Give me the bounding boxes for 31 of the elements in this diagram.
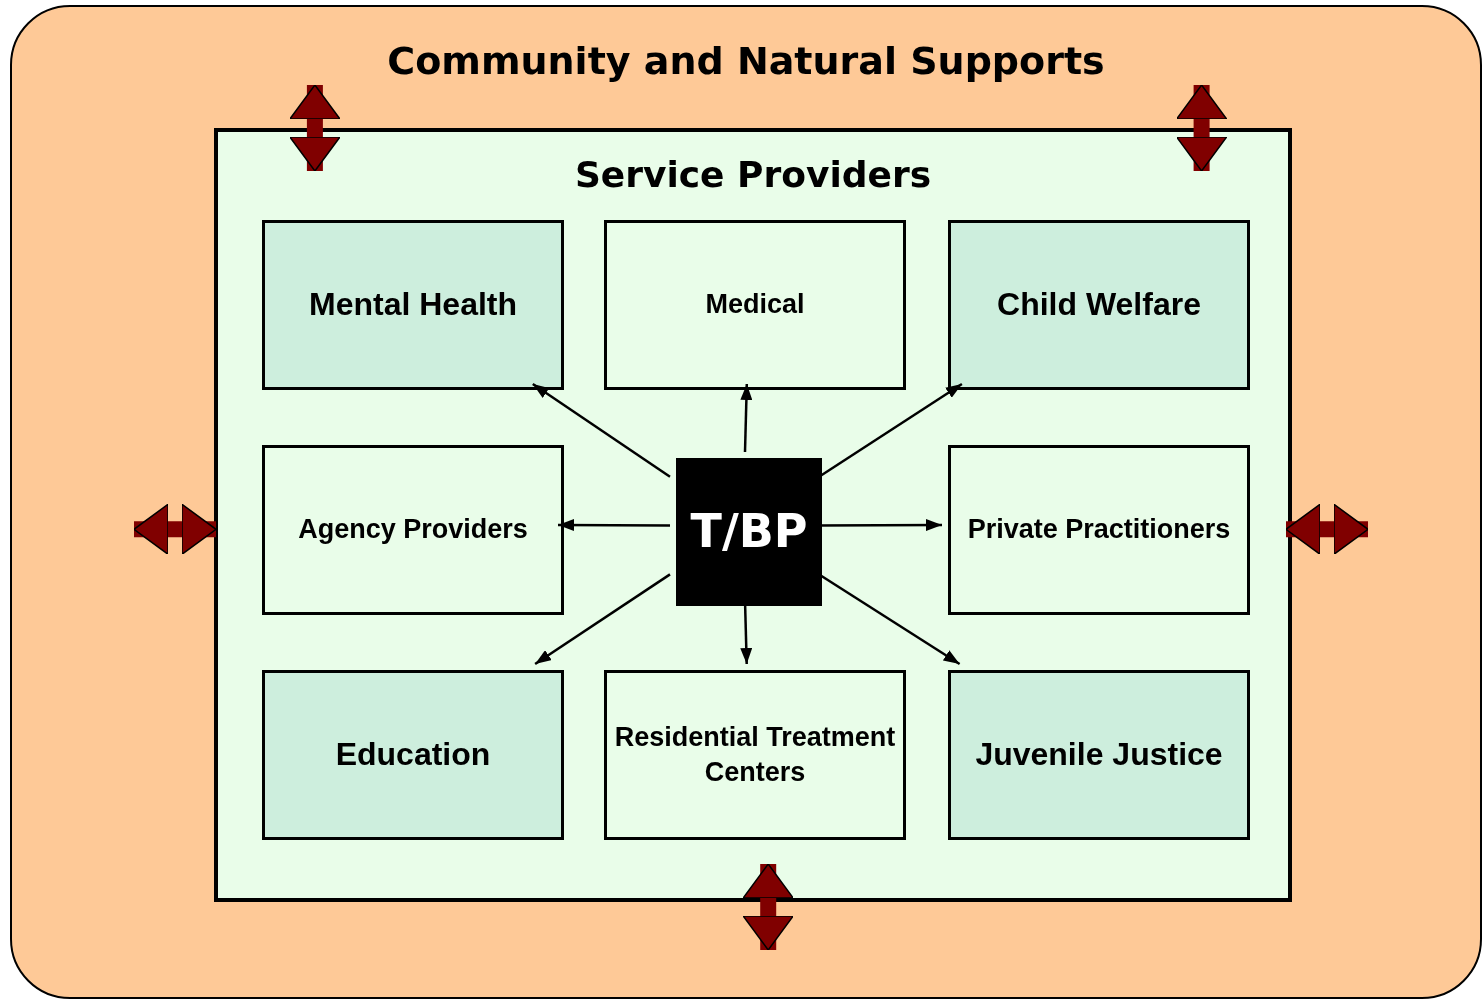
- box-label: Mental Health: [308, 285, 518, 325]
- box-label: Residential Treatment Centers: [613, 720, 897, 789]
- arrow: [532, 382, 671, 478]
- arrow: [534, 573, 671, 666]
- box-label: Child Welfare: [996, 285, 1202, 325]
- service-box: [604, 220, 906, 390]
- box-label: Education: [334, 735, 492, 775]
- panel-title: Community and Natural Supports: [387, 38, 1105, 85]
- service-box: [948, 445, 1250, 615]
- box-label: Juvenile Justice: [974, 735, 1224, 775]
- double-arrow: [1175, 84, 1228, 172]
- hub-box: [676, 458, 822, 606]
- box-label: Medical: [704, 288, 806, 322]
- provider-panel: [214, 128, 1292, 902]
- service-box: [262, 445, 564, 615]
- double-arrow: [289, 84, 341, 172]
- service-box: [948, 670, 1250, 840]
- double-arrow: [1285, 503, 1369, 556]
- service-box: [948, 220, 1250, 390]
- double-arrow: [742, 863, 794, 951]
- arrow: [740, 383, 753, 453]
- service-box: [604, 670, 906, 840]
- community-panel: [10, 5, 1482, 999]
- panel-title: Service Providers: [574, 153, 932, 197]
- double-arrow: [133, 503, 217, 556]
- box-label: T/BP: [689, 503, 809, 561]
- service-box: [262, 220, 564, 390]
- service-box: [262, 670, 564, 840]
- arrow: [558, 519, 670, 531]
- box-label: Agency Providers: [297, 513, 529, 547]
- box-label: Private Practitioners: [966, 513, 1232, 547]
